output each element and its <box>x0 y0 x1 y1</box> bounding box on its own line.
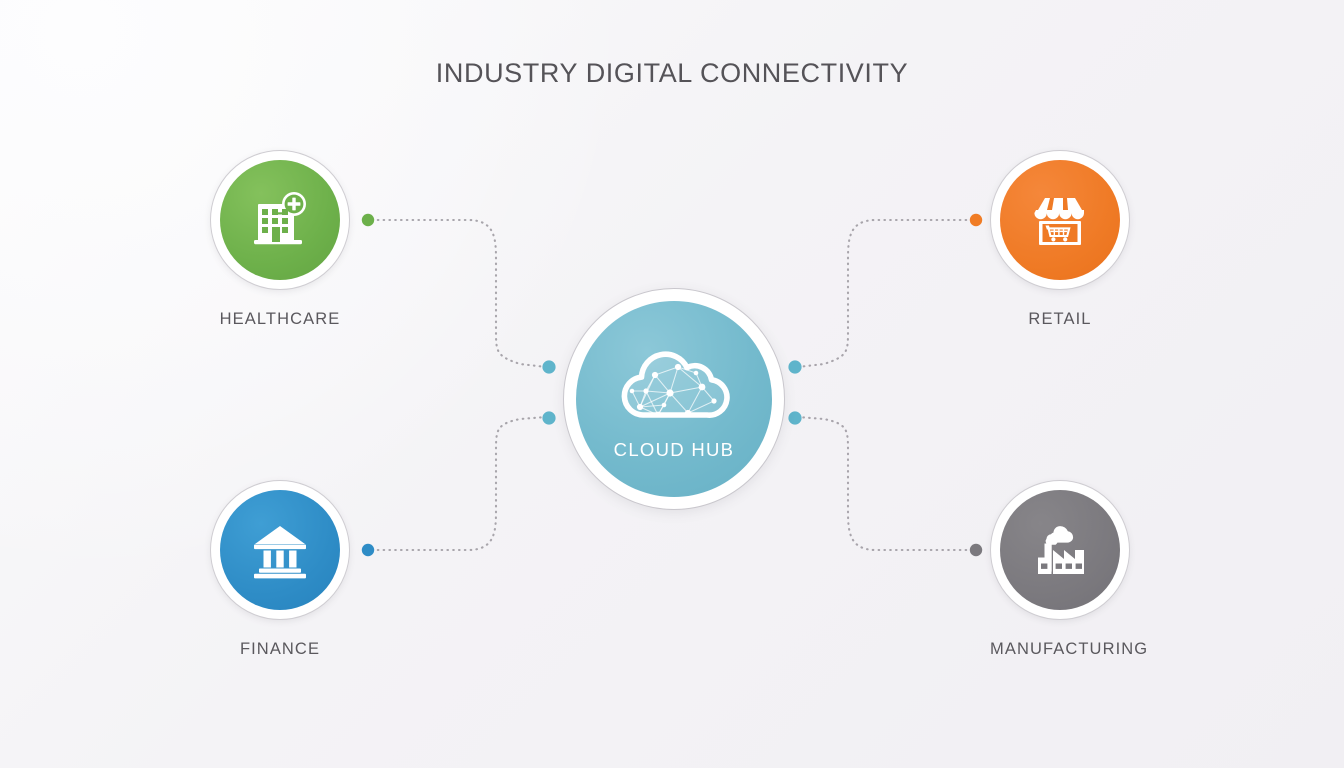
connector-healthcare-hub <box>370 218 548 369</box>
connector-manufacturing-hub <box>796 415 974 552</box>
connector-retail-hub <box>796 218 974 369</box>
node-retail-label: RETAIL <box>1028 310 1092 328</box>
node-retail-ring <box>990 150 1130 290</box>
connector-dot-healthcare <box>361 213 375 227</box>
node-healthcare-ring <box>210 150 350 290</box>
central-hub-label: CLOUD HUB <box>613 439 735 460</box>
node-retail-disc <box>1000 160 1120 280</box>
node-finance-ring <box>210 480 350 620</box>
connector-dot-hub-bottom-left <box>542 411 556 425</box>
node-finance[interactable]: FINANCE <box>210 480 350 659</box>
node-healthcare-label: HEALTHCARE <box>219 310 341 328</box>
hospital-icon <box>254 192 306 245</box>
node-finance-label: FINANCE <box>239 640 321 658</box>
storefront-cart-icon <box>1034 198 1084 245</box>
node-healthcare[interactable]: HEALTHCARE <box>210 150 350 329</box>
node-manufacturing[interactable]: MANUFACTURING <box>990 480 1149 659</box>
central-hub-disc: CLOUD HUB <box>576 301 772 497</box>
connector-dot-hub-top-right <box>788 360 802 374</box>
node-manufacturing-label: MANUFACTURING <box>990 640 1149 658</box>
factory-icon <box>1038 526 1084 574</box>
node-healthcare-disc <box>220 160 340 280</box>
node-finance-disc <box>220 490 340 610</box>
connector-dot-finance <box>361 543 375 557</box>
page-title: INDUSTRY DIGITAL CONNECTIVITY <box>435 58 909 88</box>
bank-icon <box>254 526 306 579</box>
connector-dot-retail <box>969 213 983 227</box>
central-hub[interactable]: CLOUD HUB <box>563 288 785 510</box>
connector-dot-hub-bottom-right <box>788 411 802 425</box>
connector-dot-manufacturing <box>969 543 983 557</box>
node-manufacturing-disc <box>1000 490 1120 610</box>
cloud-network-icon <box>621 351 730 418</box>
connector-finance-hub <box>370 415 548 552</box>
node-manufacturing-ring <box>990 480 1130 620</box>
connector-dot-hub-top-left <box>542 360 556 374</box>
node-retail[interactable]: RETAIL <box>990 150 1130 329</box>
